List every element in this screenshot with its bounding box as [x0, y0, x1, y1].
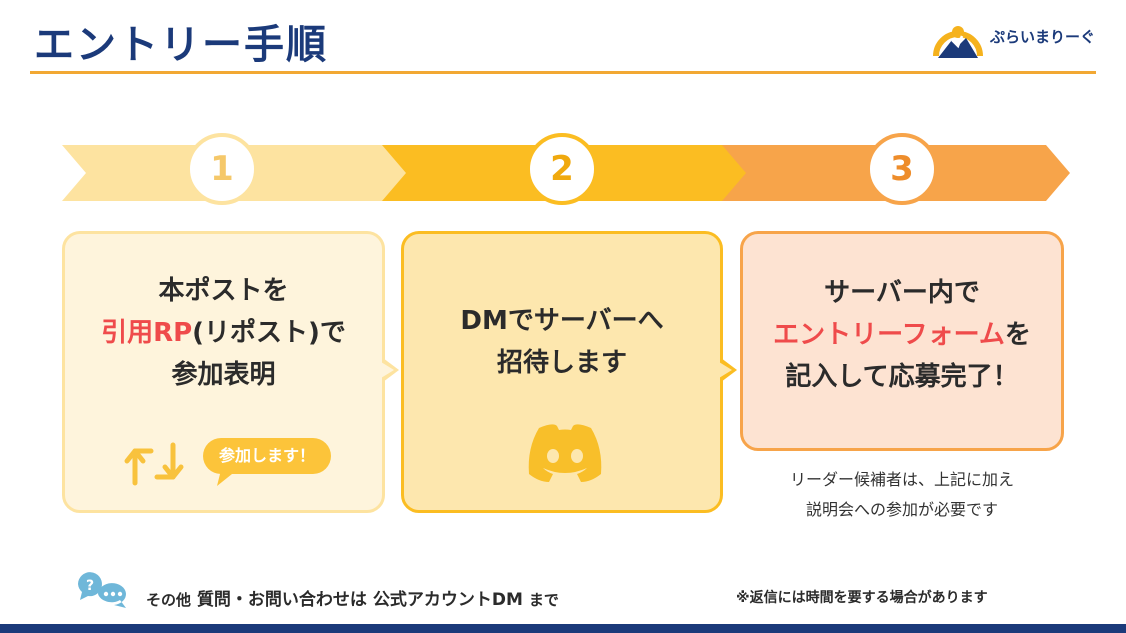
- step-2-line-2: 招待します: [496, 348, 627, 378]
- step-3-line-2-rest: を: [1004, 320, 1031, 350]
- step-1-text: 本ポストを 引用RP(リポスト)で 参加表明: [101, 270, 346, 396]
- speech-bubble: 参加します！: [203, 438, 332, 474]
- contact-main: 質問・お問い合わせは: [196, 590, 367, 610]
- contact-footer: ? その他 質問・お問い合わせは 公式アカウントDM まで ※返信には時間を要す…: [74, 570, 1074, 610]
- step-1-number: 1: [186, 133, 258, 205]
- reply-time-note: ※返信には時間を要する場合があります: [736, 590, 988, 606]
- step-1-highlight: 引用RP: [101, 318, 193, 348]
- step-3-line-3: 記入して応募完了！: [785, 362, 1019, 392]
- step-2-number: 2: [526, 133, 598, 205]
- step-2-line-1: DMでサーバーへ: [460, 306, 664, 336]
- step-2-text: DMでサーバーへ 招待します: [460, 300, 663, 384]
- bottom-bar: [0, 624, 1126, 633]
- leader-note-line-1: リーダー候補者は、上記に加え: [789, 470, 1014, 489]
- logo-mark-icon: [933, 26, 983, 58]
- step-3-line-2: エントリーフォームを: [773, 314, 1031, 356]
- step-3-card: サーバー内で エントリーフォームを 記入して応募完了！: [740, 231, 1064, 451]
- contact-suffix: まで: [528, 591, 559, 609]
- leader-note-line-2: 説明会への参加が必要です: [805, 500, 998, 519]
- leader-note: リーダー候補者は、上記に加え 説明会への参加が必要です: [740, 465, 1064, 525]
- step-3-number: 3: [866, 133, 938, 205]
- repost-icon: [124, 442, 184, 486]
- contact-text: その他 質問・お問い合わせは 公式アカウントDM まで: [146, 585, 559, 610]
- discord-icon: [528, 424, 602, 482]
- brand-logo: ぷらいまりーぐ: [932, 14, 1102, 60]
- title-divider: [30, 71, 1096, 74]
- svg-text:?: ?: [86, 578, 94, 594]
- step-3-line-1: サーバー内で: [824, 278, 980, 308]
- step-1-line-2-rest: (リポスト)で: [192, 318, 346, 348]
- page-title: エントリー手順: [34, 22, 328, 68]
- step-1-line-3: 参加表明: [171, 360, 276, 390]
- logo-text: ぷらいまりーぐ: [990, 28, 1096, 46]
- contact-prefix: その他: [146, 591, 192, 609]
- step-3-highlight: エントリーフォーム: [773, 320, 1005, 350]
- step-2-card: DMでサーバーへ 招待します: [401, 231, 723, 513]
- step-1-card: 本ポストを 引用RP(リポスト)で 参加表明 参加します！: [62, 231, 385, 513]
- official-account-dm: 公式アカウントDM: [372, 590, 523, 610]
- step-1-line-1: 本ポストを: [158, 276, 289, 306]
- step-3-text: サーバー内で エントリーフォームを 記入して応募完了！: [773, 272, 1031, 398]
- chat-bubbles-icon: ?: [78, 572, 126, 608]
- step-1-line-2: 引用RP(リポスト)で: [101, 312, 346, 354]
